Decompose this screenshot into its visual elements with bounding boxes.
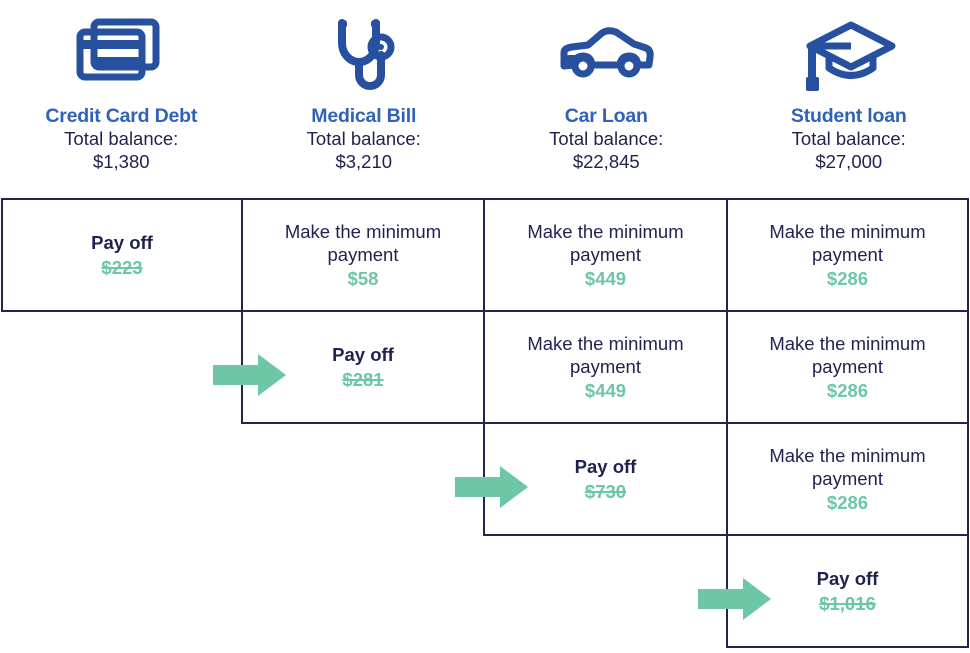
payment-schedule-grid: Pay off $223 Make the minimum payment $5… — [0, 198, 970, 653]
cell-amount: $286 — [826, 268, 869, 290]
debt-name: Credit Card Debt — [45, 105, 198, 127]
table-row-2-cell-student-loan: Make the minimum payment $286 — [726, 310, 969, 424]
table-row-1-cell-car-loan: Make the minimum payment $449 — [483, 198, 728, 312]
table-row-3-cell-student-loan: Make the minimum payment $286 — [726, 422, 969, 536]
cell-action: Pay off — [574, 456, 637, 478]
debt-column-student-loan: Student loan Total balance: $27,000 — [728, 0, 970, 198]
table-row-1-cell-medical-bill: Make the minimum payment $58 — [241, 198, 485, 312]
cell-amount: $449 — [584, 380, 627, 402]
table-row-1-cell-credit-card: Pay off $223 — [1, 198, 243, 312]
cell-action: Pay off — [816, 568, 879, 590]
rollover-arrow-1 — [213, 354, 286, 396]
debt-column-credit-card: Credit Card Debt Total balance: $1,380 — [0, 0, 243, 198]
cell-action: Make the minimum payment — [284, 220, 442, 265]
rollover-arrow-2 — [455, 466, 528, 508]
table-row-3-cell-car-loan: Pay off $730 — [483, 422, 728, 536]
debt-balance-value: $1,380 — [92, 150, 150, 172]
debt-name: Car Loan — [564, 105, 648, 127]
cell-action: Pay off — [91, 232, 153, 254]
cell-amount: $281 — [342, 368, 384, 390]
cell-amount: $58 — [347, 268, 379, 290]
car-icon — [552, 8, 660, 104]
debt-column-medical-bill: Medical Bill Total balance: $3,210 — [243, 0, 486, 198]
cell-action: Make the minimum payment — [769, 444, 926, 489]
cell-amount: $730 — [584, 480, 627, 502]
cell-amount: $286 — [826, 380, 869, 402]
debt-balance-label: Total balance: — [306, 128, 421, 150]
debt-balance-label: Total balance: — [791, 128, 906, 150]
debt-name: Student loan — [790, 105, 907, 127]
debt-balance-value: $27,000 — [815, 150, 883, 172]
debt-balance-value: $3,210 — [335, 150, 393, 172]
table-row-2-cell-medical-bill: Pay off $281 — [241, 310, 485, 424]
debt-name: Medical Bill — [311, 105, 417, 127]
table-row-1-cell-student-loan: Make the minimum payment $286 — [726, 198, 969, 312]
debt-balance-value: $22,845 — [572, 150, 640, 172]
debt-balance-label: Total balance: — [549, 128, 664, 150]
cell-action: Make the minimum payment — [527, 220, 684, 265]
cell-action: Make the minimum payment — [769, 220, 926, 265]
cell-action: Make the minimum payment — [769, 332, 926, 377]
debt-column-car-loan: Car Loan Total balance: $22,845 — [485, 0, 728, 198]
cell-amount: $449 — [584, 268, 627, 290]
table-row-4-cell-student-loan: Pay off $1,016 — [726, 534, 969, 648]
rollover-arrow-3 — [698, 578, 771, 620]
cell-action: Make the minimum payment — [527, 332, 684, 377]
cell-amount: $223 — [101, 256, 143, 278]
debt-columns-header: Credit Card Debt Total balance: $1,380 M… — [0, 0, 970, 198]
cell-amount: $1,016 — [819, 592, 876, 614]
cell-amount: $286 — [826, 492, 869, 514]
cell-action: Pay off — [332, 344, 394, 366]
debt-balance-label: Total balance: — [64, 128, 179, 150]
credit-card-icon — [71, 8, 171, 104]
graduation-cap-icon — [799, 8, 899, 104]
table-row-2-cell-car-loan: Make the minimum payment $449 — [483, 310, 728, 424]
stethoscope-icon — [314, 8, 414, 104]
